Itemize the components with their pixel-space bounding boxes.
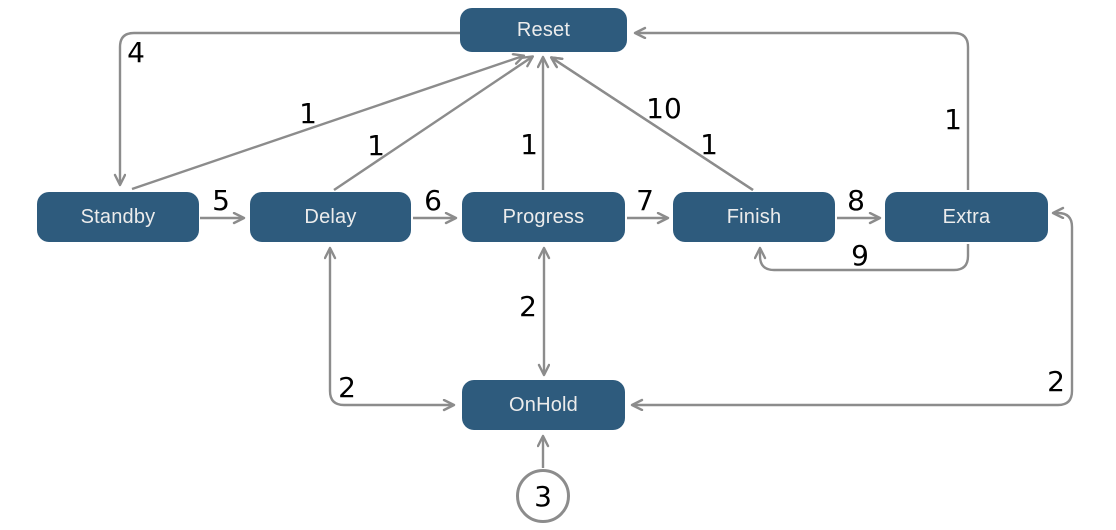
state-node-label: Standby (80, 205, 156, 228)
state-node-label: Delay (304, 205, 357, 228)
edge-delay-onhold (330, 249, 453, 405)
state-node-label: Extra (942, 205, 991, 228)
edge-finish-reset (552, 58, 754, 192)
edge-label-reset-standby: 4 (127, 36, 145, 69)
edge-delay-reset (333, 57, 532, 191)
state-node-finish: Finish (673, 192, 835, 242)
state-node-onhold: OnHold (462, 380, 625, 430)
state-node-label: Progress (502, 205, 585, 228)
edge-label-finish-extra: 8 (847, 184, 865, 217)
edge-label-delay-reset: 1 (367, 129, 385, 162)
edge-label-progress-onhold: 2 (519, 290, 537, 323)
start-state-label: 3 (534, 479, 552, 513)
edge-label-standby-reset: 1 (299, 97, 317, 130)
edge-extra-reset (636, 33, 970, 190)
edge-extra-onhold (633, 213, 1074, 405)
edge-label-delay-progress: 6 (424, 184, 442, 217)
edge-label-extra-finish: 9 (851, 239, 869, 272)
edge-label-finish-reset: 10 (646, 92, 682, 125)
edge-label-progress-finish: 7 (636, 184, 654, 217)
state-node-label: Reset (516, 18, 571, 41)
edge-label-finish-reset: 1 (700, 128, 718, 161)
start-state-marker: 3 (516, 469, 570, 523)
state-node-extra: Extra (885, 192, 1048, 242)
state-node-delay: Delay (250, 192, 411, 242)
state-node-label: OnHold (508, 393, 578, 416)
edge-label-extra-onhold: 2 (1047, 365, 1065, 398)
edge-reset-standby (120, 31, 460, 184)
edge-label-standby-delay: 5 (212, 184, 230, 217)
edge-standby-reset (131, 56, 523, 191)
edge-label-extra-reset: 1 (944, 103, 962, 136)
edge-label-progress-reset: 1 (520, 128, 538, 161)
state-node-standby: Standby (37, 192, 199, 242)
state-node-reset: Reset (460, 8, 627, 52)
state-node-label: Finish (726, 205, 782, 228)
state-node-progress: Progress (462, 192, 625, 242)
edge-label-delay-onhold: 2 (338, 371, 356, 404)
